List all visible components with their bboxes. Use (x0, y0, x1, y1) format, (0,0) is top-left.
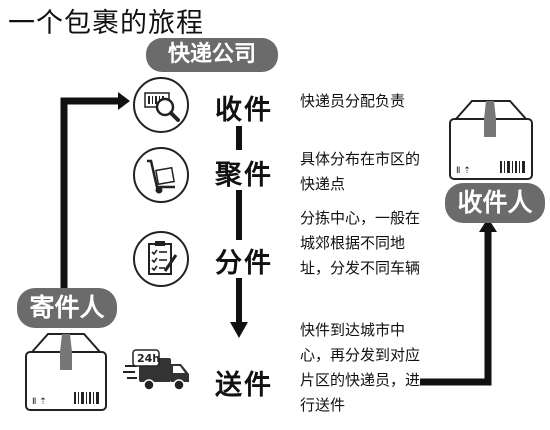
svg-text:Ⅱ ⇡: Ⅱ ⇡ (32, 397, 47, 407)
receiver-package-icon: Ⅱ ⇡ (449, 100, 533, 180)
receiver-arrowhead (479, 218, 497, 232)
stage-collect-description: 具体分布在市区的快递点 (300, 150, 421, 193)
truck-badge: 24h (137, 352, 160, 365)
sender-label: 寄件人 (17, 288, 117, 328)
svg-text:Ⅱ ⇡: Ⅱ ⇡ (456, 166, 471, 176)
pickup-icon-circle (133, 77, 189, 133)
diagram-title: 一个包裹的旅程 (8, 8, 204, 39)
sender-to-pickup-arrow (60, 97, 118, 292)
delivery-truck-24h-icon: 24h (123, 349, 189, 391)
receiver-label: 收件人 (445, 183, 545, 223)
clipboard-checklist-icon (148, 241, 178, 275)
stage-sort-description: 分拣中心，一般在城郊根据不同地址，分发不同车辆 (300, 209, 421, 277)
sender-arrowhead (118, 92, 130, 110)
collect-icon-circle (133, 147, 189, 203)
barcode-magnifier-icon (144, 92, 180, 122)
delivery-to-receiver-arrow (420, 232, 492, 386)
stage-deliver-label: 送件 (215, 370, 273, 401)
company-label: 快递公司 (146, 38, 278, 72)
stage-pickup-label: 收件 (215, 95, 273, 126)
stage-collect-label: 聚件 (215, 160, 273, 191)
stage-flow-arrowhead (230, 322, 248, 338)
hand-truck-icon (147, 159, 175, 194)
sender-package-icon: Ⅱ ⇡ (25, 333, 107, 411)
sort-icon-circle (133, 231, 189, 287)
stage-deliver-description: 快件到达城市中心，再分发到对应片区的快递员，进行送件 (300, 321, 421, 414)
stage-sort-label: 分件 (215, 248, 273, 279)
stage-pickup-description: 快递员分配负责 (300, 92, 406, 110)
